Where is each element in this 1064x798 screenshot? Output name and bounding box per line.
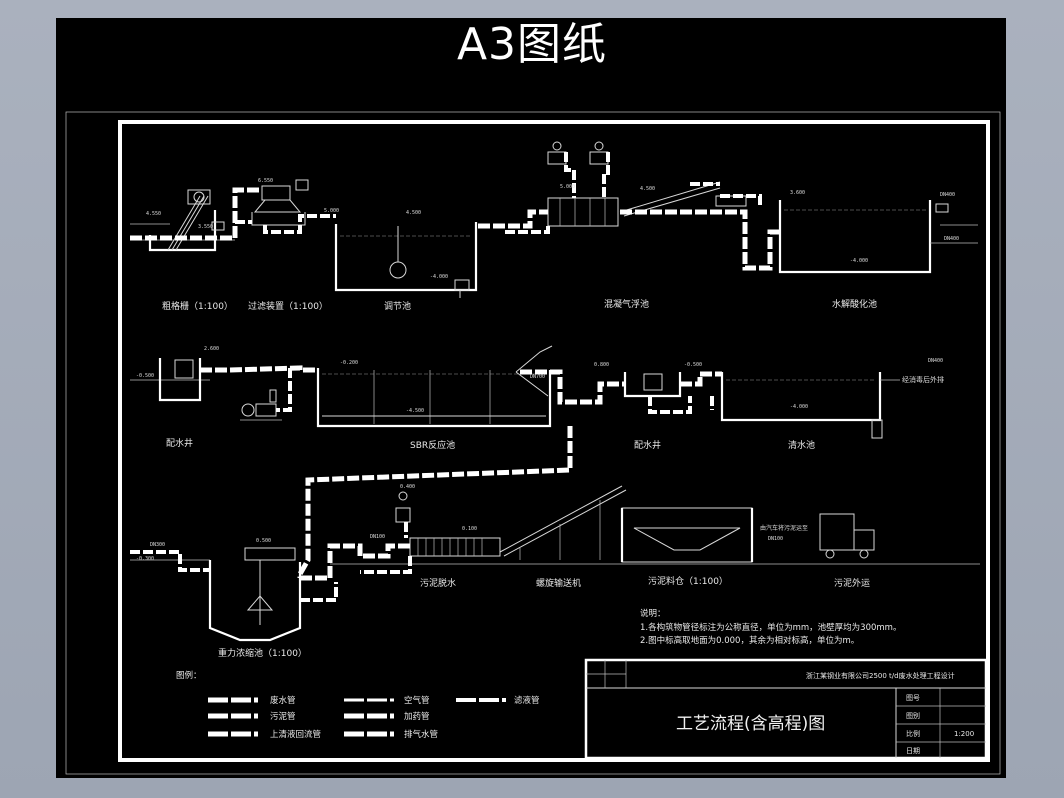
regulating-tank [334, 222, 478, 298]
distribution-well-2 [623, 372, 682, 398]
svg-text:DN400: DN400 [928, 358, 943, 364]
project-name: 浙江某钢业有限公司2500 t/d废水处理工程设计 [806, 671, 955, 680]
svg-text:4.550: 4.550 [146, 211, 161, 217]
outlet-note: 经消毒后外排 [902, 375, 944, 384]
svg-text:-4.000: -4.000 [850, 258, 868, 264]
sludge-dewatering [395, 491, 501, 557]
svg-text:5.000: 5.000 [560, 184, 575, 190]
clear-water-tank [720, 372, 900, 439]
label-screw-conveyor: 螺旋输送机 [536, 577, 581, 589]
svg-text:-0.500: -0.500 [136, 373, 154, 379]
label-coarse-screen: 粗格栅（1:100） [162, 300, 233, 312]
svg-text:0.400: 0.400 [400, 484, 415, 490]
filter-device [251, 179, 309, 226]
coarse-screen [148, 189, 225, 252]
row1-process: 4.550 3.550 6.550 5.000 4.500 -4.000 5.000 4… [130, 141, 978, 312]
svg-text:6.550: 6.550 [258, 178, 273, 184]
truck-note: 由汽车将污泥运至 [760, 524, 808, 532]
tb-value-scale: 1:200 [954, 730, 974, 738]
svg-text:DN400: DN400 [940, 192, 955, 198]
tb-key-date: 日期 [906, 747, 920, 755]
svg-text:-4.500: -4.500 [406, 408, 424, 414]
legend-label-filtrate: 滤液管 [514, 695, 540, 706]
svg-text:-4.000: -4.000 [430, 274, 448, 280]
svg-text:-4.000: -4.000 [790, 404, 808, 410]
legend: 图例： 废水管 空气管 滤液管 污泥管 加药管 上清液回流管 排气水管 [176, 670, 540, 740]
svg-text:4.500: 4.500 [406, 210, 421, 216]
svg-text:DN100: DN100 [370, 534, 385, 540]
drawing-sheet [56, 18, 1006, 778]
label-regulating-tank: 调节池 [384, 300, 411, 312]
gravity-thickener [208, 547, 302, 642]
row2-process: 2.600 -0.500 -0.200 -4.500 0.800 -0.500 -4.… [130, 345, 944, 451]
tb-key-scale: 比例 [906, 729, 920, 738]
svg-text:3.550: 3.550 [198, 224, 213, 230]
svg-text:2.600: 2.600 [204, 346, 219, 352]
label-flotation-tank: 混凝气浮池 [604, 298, 649, 310]
legend-label-dosing: 加药管 [404, 711, 430, 722]
svg-text:DN300: DN300 [150, 542, 165, 548]
label-hydrolysis-tank: 水解酸化池 [832, 298, 877, 310]
distribution-well-1 [158, 358, 202, 402]
legend-label-drain: 排气水管 [404, 729, 438, 740]
svg-text:-0.300: -0.300 [136, 556, 154, 562]
page-title: A3图纸 [456, 19, 608, 70]
legend-label-sludge: 污泥管 [270, 711, 296, 722]
notes-heading: 说明： [640, 608, 666, 619]
svg-text:4.500: 4.500 [640, 186, 655, 192]
screw-conveyor [499, 485, 627, 560]
label-distribution-well-2: 配水井 [634, 439, 661, 451]
svg-text:DN400: DN400 [944, 236, 959, 242]
sbr-tank [316, 345, 553, 428]
legend-label-air: 空气管 [404, 695, 430, 706]
legend-label-supernatant: 上清液回流管 [270, 729, 321, 740]
sludge-silo [620, 507, 754, 563]
svg-text:5.000: 5.000 [324, 208, 339, 214]
svg-text:0.500: 0.500 [256, 538, 271, 544]
notes-block: 说明： 1.各构筑物管径标注为公称直径，单位为mm，池壁厚均为300mm。 2.… [640, 608, 901, 646]
hydrolysis-tank [778, 200, 978, 274]
label-sludge-truck: 污泥外运 [834, 577, 870, 589]
tb-key-category: 图别 [906, 711, 920, 720]
row1-level-marks: 4.550 3.550 6.550 5.000 4.500 -4.000 5.000 4… [146, 178, 959, 280]
svg-text:-0.500: -0.500 [684, 362, 702, 368]
label-gravity-thickener: 重力浓缩池（1:100） [218, 647, 307, 659]
svg-text:DN100: DN100 [768, 536, 783, 542]
label-sludge-dewatering: 污泥脱水 [420, 577, 456, 589]
label-sludge-silo: 污泥料仓（1:100） [648, 575, 728, 587]
svg-text:-0.200: -0.200 [340, 360, 358, 366]
title-block: 浙江某钢业有限公司2500 t/d废水处理工程设计 工艺流程(含高程)图 图号 … [584, 658, 988, 760]
label-sbr-tank: SBR反应池 [410, 439, 455, 451]
label-filter-device: 过滤装置（1:100） [248, 300, 328, 312]
svg-text:0.800: 0.800 [594, 362, 609, 368]
legend-heading: 图例： [176, 670, 202, 681]
inner-border [118, 120, 990, 762]
drawing-title: 工艺流程(含高程)图 [676, 714, 825, 734]
svg-text:3.600: 3.600 [790, 190, 805, 196]
legend-label-wastewater: 废水管 [270, 695, 296, 706]
svg-text:0.100: 0.100 [462, 526, 477, 532]
outer-border [65, 111, 1001, 775]
svg-text:DN700: DN700 [530, 374, 545, 380]
row2-level-marks: 2.600 -0.500 -0.200 -4.500 0.800 -0.500 -4.… [136, 346, 943, 414]
label-distribution-well-1: 配水井 [166, 437, 193, 449]
notes-line-1: 1.各构筑物管径标注为公称直径，单位为mm，池壁厚均为300mm。 [640, 622, 901, 633]
tb-key-drawing-no: 图号 [906, 694, 920, 702]
sludge-truck [819, 513, 875, 559]
notes-line-2: 2.图中标高取地面为0.000，其余为相对标高，单位为m。 [640, 635, 859, 646]
label-clear-water-tank: 清水池 [788, 439, 815, 451]
pump-set [240, 389, 282, 421]
